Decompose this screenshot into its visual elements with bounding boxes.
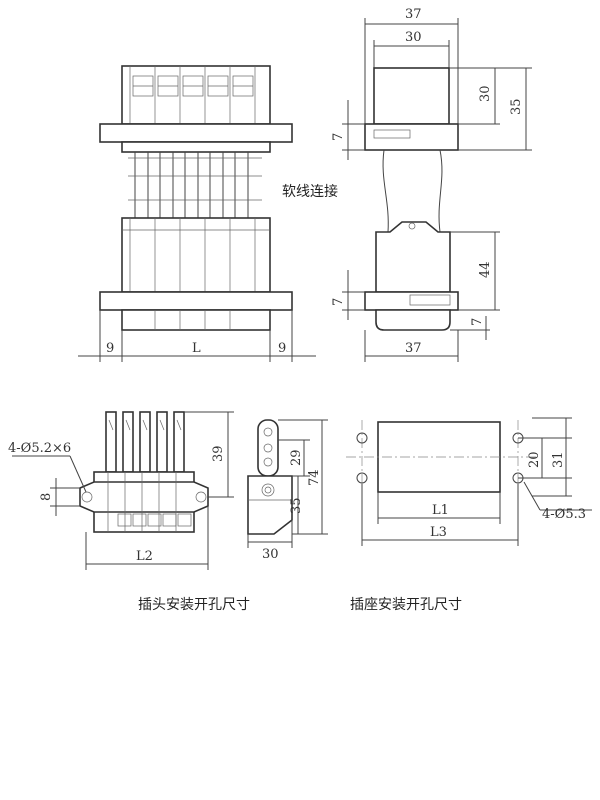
dim-side-plug-height: 30 — [478, 85, 493, 102]
dim-socket-20: 20 — [527, 451, 542, 468]
caption-socket-cutout: 插座安装开孔尺寸 — [350, 597, 462, 613]
label-plug-holes: 4-Ø5.2×6 — [8, 441, 71, 456]
dim-side-top-inner: 30 — [405, 30, 422, 45]
dim-side-plug-total: 35 — [509, 98, 524, 115]
dim-plug-side-35: 35 — [289, 497, 304, 514]
dim-socket-31: 31 — [551, 451, 566, 468]
plug-cutout-drawing — [12, 411, 234, 570]
dim-front-left: 9 — [106, 341, 114, 356]
dim-plug-left: 8 — [39, 493, 54, 501]
dim-plug-side-29: 29 — [289, 449, 304, 466]
dim-plug-side-30: 30 — [262, 547, 279, 562]
dim-side-bottom: 37 — [405, 341, 422, 356]
label-socket-holes: 4-Ø5.3 — [542, 507, 586, 522]
dim-side-flange-bottom: 7 — [331, 298, 346, 306]
dim-plug-side-74: 74 — [307, 469, 322, 486]
dim-front-mid: L — [192, 341, 201, 356]
dim-socket-l3: L3 — [430, 525, 447, 540]
front-view-assembly — [78, 65, 316, 362]
plug-side-drawing — [247, 419, 328, 548]
dim-side-socket-bottom: 7 — [470, 318, 485, 326]
dim-plug-width: L2 — [136, 549, 153, 564]
caption-plug-cutout: 插头安装开孔尺寸 — [138, 597, 250, 613]
dim-socket-l1: L1 — [432, 503, 449, 518]
dim-front-right: 9 — [278, 341, 286, 356]
side-view-assembly — [342, 18, 532, 362]
dim-side-flange-top: 7 — [331, 133, 346, 141]
dim-plug-height: 39 — [211, 445, 226, 462]
dim-side-socket-height: 44 — [478, 261, 493, 278]
label-soft-wire: 软线连接 — [282, 183, 338, 200]
socket-cutout-drawing — [346, 417, 592, 546]
dim-side-top-outer: 37 — [405, 7, 422, 22]
